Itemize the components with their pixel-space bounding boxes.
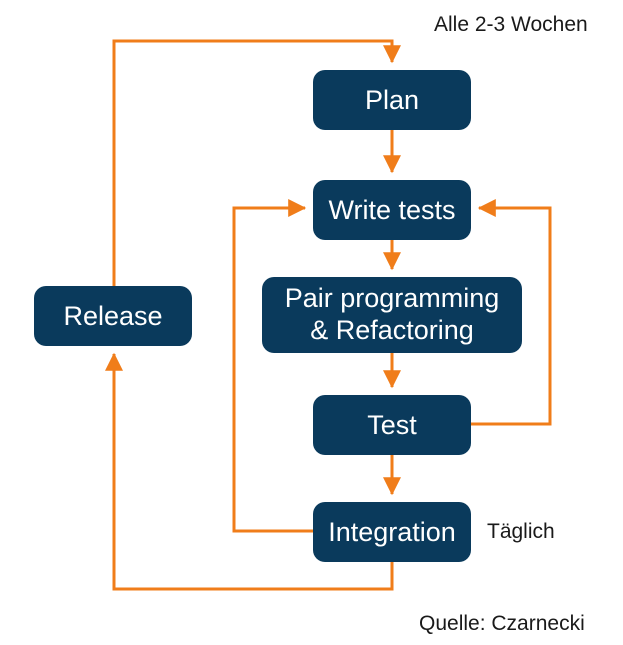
node-test[interactable]: Test [313,395,471,455]
node-plan[interactable]: Plan [313,70,471,130]
node-pair-line-1: Pair programming [284,283,500,314]
node-release[interactable]: Release [34,286,192,346]
node-pair-programming-refactoring[interactable]: Pair programming & Refactoring [262,277,522,353]
connector-integration-to-write-tests [232,199,313,533]
node-pair-programming-label: Pair programming & Refactoring [285,283,500,347]
node-integration[interactable]: Integration [313,502,471,562]
node-pair-line-2: & Refactoring [310,315,474,345]
node-integration-label: Integration [328,516,456,547]
node-test-label: Test [367,409,417,440]
node-write-tests-label: Write tests [328,194,456,225]
caption-iteration-cadence: Alle 2-3 Wochen [434,13,588,36]
caption-daily-cadence: Täglich [487,520,555,543]
caption-source: Quelle: Czarnecki [419,612,585,635]
node-write-tests[interactable]: Write tests [313,180,471,240]
node-release-label: Release [63,300,163,331]
node-plan-label: Plan [364,84,420,115]
